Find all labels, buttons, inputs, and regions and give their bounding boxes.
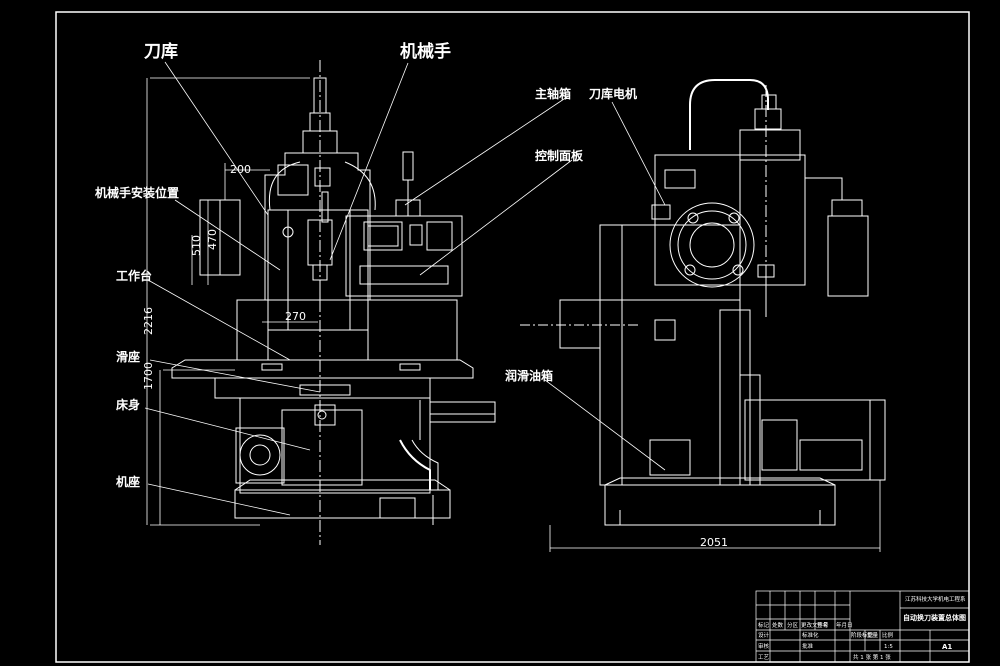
label-tool-magazine: 刀库 (144, 41, 178, 62)
label-magazine-motor: 刀库电机 (589, 86, 637, 101)
dim-270: 270 (285, 310, 306, 323)
title-block-text: 江苏科技大学机电工程系 自动换刀装置总体图 A1 1:5 共 1 张 第 1 张… (758, 595, 966, 661)
front-view (171, 60, 496, 545)
front-view-leaders (144, 61, 409, 516)
label-worktable: 工作台 (116, 268, 152, 283)
title-block-sheet-info: 共 1 张 第 1 张 (853, 653, 891, 661)
title-block-stage-label: 比例 (882, 631, 894, 639)
title-block-row-label: 分区 (787, 621, 799, 629)
label-manipulator-mount: 机械手安装位置 (95, 185, 179, 200)
title-block (755, 590, 970, 663)
title-block-row-label: 年月日 (836, 621, 853, 629)
label-lube-tank: 润滑油箱 (505, 368, 553, 383)
title-block-stage-label: 阶段标记 (851, 631, 874, 639)
title-block-role-label: 标准化 (802, 631, 819, 639)
title-block-row-label: 更改文件号 (801, 621, 829, 629)
label-control-panel: 控制面板 (535, 148, 584, 163)
side-view-dimensions (549, 480, 881, 552)
label-base: 机座 (116, 474, 140, 489)
label-slide: 滑座 (116, 349, 140, 364)
title-block-sheet-size: A1 (942, 643, 952, 651)
side-view (520, 79, 886, 526)
title-block-row-label: 处数 (772, 621, 784, 629)
label-bed: 床身 (116, 397, 140, 412)
title-block-school: 江苏科技大学机电工程系 (905, 595, 966, 603)
title-block-role-label: 设计 (758, 631, 770, 639)
title-block-drawing-title: 自动换刀装置总体图 (903, 613, 966, 622)
title-block-role-label: 审核 (758, 642, 770, 650)
dim-470: 470 (206, 229, 219, 250)
front-view-dimension-text: 200 470 510 270 2216 1700 (142, 163, 306, 390)
title-block-stage-label: 重量 (867, 631, 879, 639)
dim-2216: 2216 (142, 307, 155, 335)
title-block-scale: 1:5 (884, 644, 893, 650)
drawing-frame (55, 11, 970, 663)
label-manipulator: 机械手 (400, 41, 451, 62)
side-view-leaders (404, 94, 666, 471)
dim-2051: 2051 (700, 536, 728, 549)
side-view-labels: 主轴箱 刀库电机 控制面板 润滑油箱 (505, 86, 637, 383)
dim-510: 510 (190, 235, 203, 256)
front-view-dimensions (146, 77, 318, 526)
front-view-labels: 刀库 机械手 机械手安装位置 工作台 滑座 床身 机座 (95, 41, 451, 489)
title-block-row-label: 签名 (817, 621, 828, 629)
dim-1700: 1700 (142, 362, 155, 390)
title-block-row-label: 标记 (758, 621, 770, 629)
label-spindle-box: 主轴箱 (535, 86, 571, 101)
title-block-role-label: 批准 (802, 642, 814, 650)
title-block-role-label: 工艺 (758, 654, 770, 661)
